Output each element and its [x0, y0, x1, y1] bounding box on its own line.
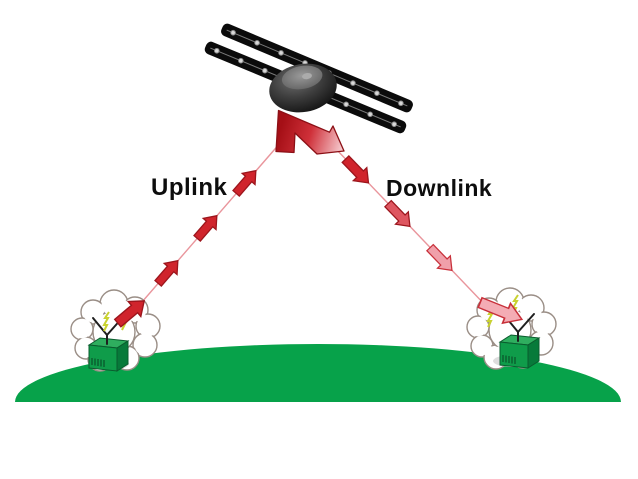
uplink-label: Uplink	[151, 174, 228, 201]
satellite-body	[269, 63, 337, 113]
uplink-arrow-icon	[151, 254, 185, 290]
box-vents	[502, 355, 516, 364]
relay-arrow-icon	[275, 109, 345, 155]
ground-station-right	[466, 287, 557, 370]
box-vents	[91, 358, 105, 367]
station-box-icon	[498, 334, 541, 369]
hill-icon	[15, 344, 621, 402]
spark-icon	[486, 294, 519, 328]
station-box-icon	[87, 337, 130, 372]
ground-station-left	[70, 289, 161, 372]
satellite-icon	[204, 23, 413, 134]
downlink-label: Downlink	[386, 175, 493, 201]
